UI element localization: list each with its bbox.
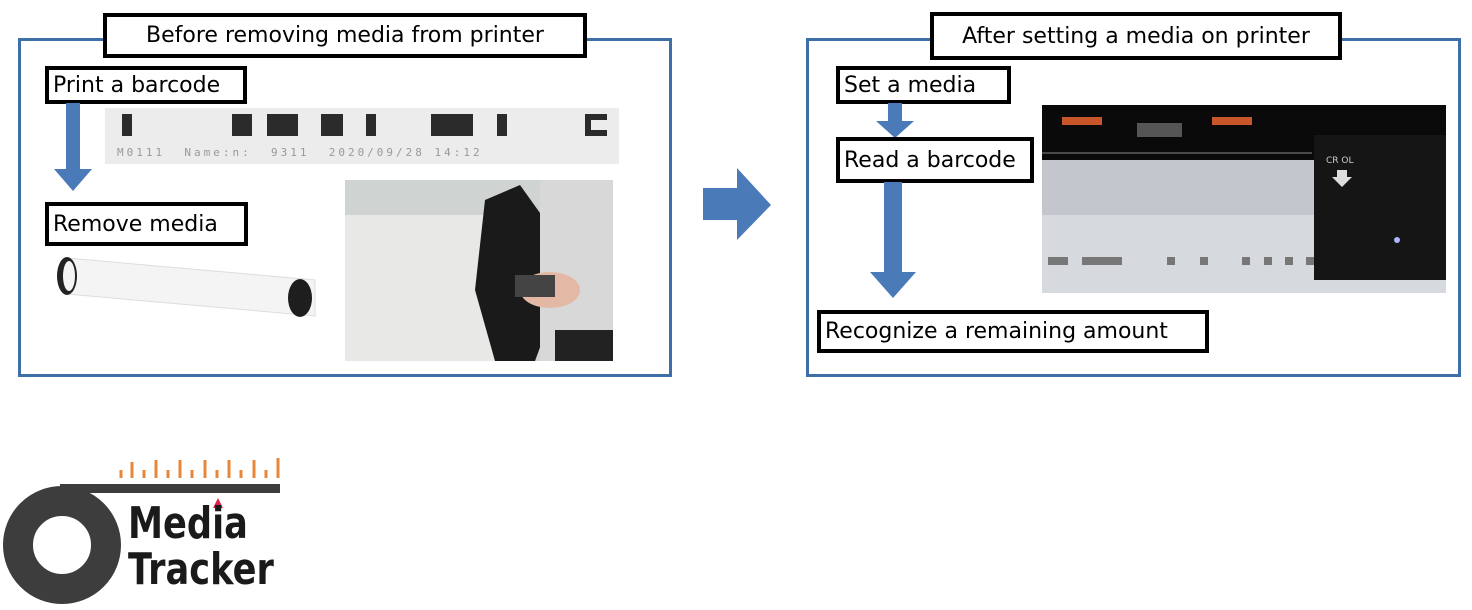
removing-media-photo bbox=[345, 180, 613, 361]
step-read-barcode: Read a barcode bbox=[836, 137, 1034, 183]
media-tracker-logo: Media Tracker bbox=[0, 450, 300, 610]
logo-text-tracker: Tracker bbox=[128, 544, 274, 595]
down-arrow-icon bbox=[54, 103, 92, 191]
before-panel-title: Before removing media from printer bbox=[103, 13, 587, 58]
right-arrow-icon bbox=[703, 168, 771, 240]
printer-label: CR OL bbox=[1326, 156, 1354, 166]
step-set-media: Set a media bbox=[836, 66, 1011, 104]
step-recognize-remaining: Recognize a remaining amount bbox=[817, 310, 1209, 353]
down-arrow-icon bbox=[870, 182, 916, 298]
step-remove-media: Remove media bbox=[45, 202, 248, 246]
barcode-caption: M0111 Name:n: 9311 2020/09/28 14:12 bbox=[117, 146, 483, 159]
step-print-barcode: Print a barcode bbox=[45, 66, 247, 104]
down-arrow-icon bbox=[876, 103, 914, 138]
logo-text-media: Media bbox=[128, 498, 248, 549]
logo-graphic bbox=[3, 458, 280, 604]
printed-barcode-image: M0111 Name:n: 9311 2020/09/28 14:12 bbox=[105, 108, 619, 164]
printer-photo: CR OL bbox=[1042, 105, 1446, 293]
media-roll-image bbox=[57, 257, 316, 317]
after-panel-title: After setting a media on printer bbox=[930, 12, 1342, 60]
